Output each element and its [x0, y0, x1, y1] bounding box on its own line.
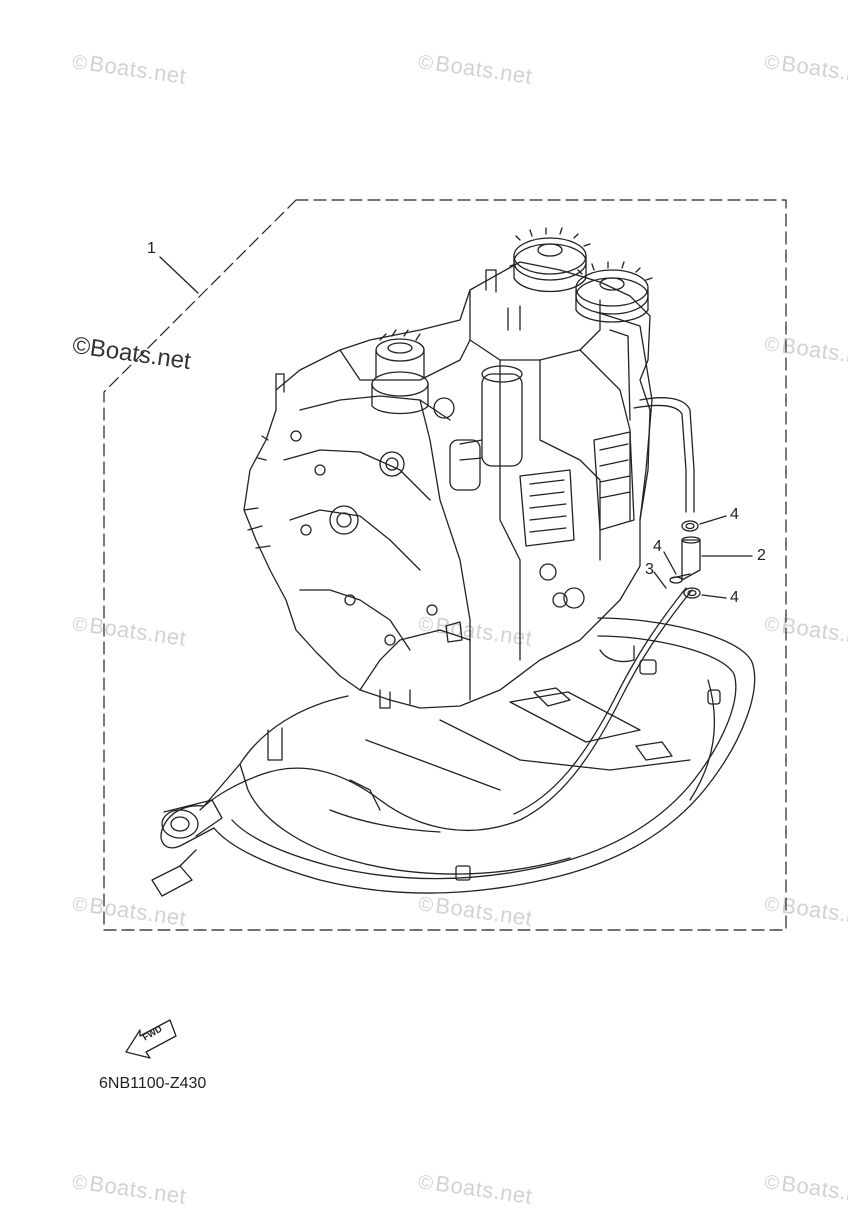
mounting-tube: [151, 799, 223, 897]
engine-block: [243, 227, 653, 709]
washer-part-4-left: [669, 576, 683, 584]
upper-hose: [639, 397, 695, 513]
callout-4: 4: [730, 506, 739, 523]
callout-4: 4: [653, 538, 662, 555]
clamp-part-4-upper: [681, 520, 699, 532]
leader-line-4a: [699, 515, 727, 525]
leader-line-4b: [701, 594, 727, 599]
bottom-cowling: [160, 617, 756, 894]
cam-pulley-upper: [509, 227, 591, 293]
leader-line-1: [159, 256, 199, 294]
hose: [199, 589, 693, 831]
clamp-part-4-lower: [683, 587, 701, 599]
cam-pulley-lower: [575, 261, 653, 323]
leader-line-4c: [663, 551, 677, 575]
callout-1: 1: [147, 240, 156, 257]
callout-4: 4: [730, 589, 739, 606]
part-code: 6NB1100-Z430: [99, 1075, 207, 1092]
leader-line-3: [653, 571, 667, 589]
callout-3: 3: [645, 561, 654, 578]
fwd-arrow-icon: [125, 1019, 177, 1059]
callout-2: 2: [757, 547, 766, 564]
assembly-boundary: [103, 199, 787, 931]
